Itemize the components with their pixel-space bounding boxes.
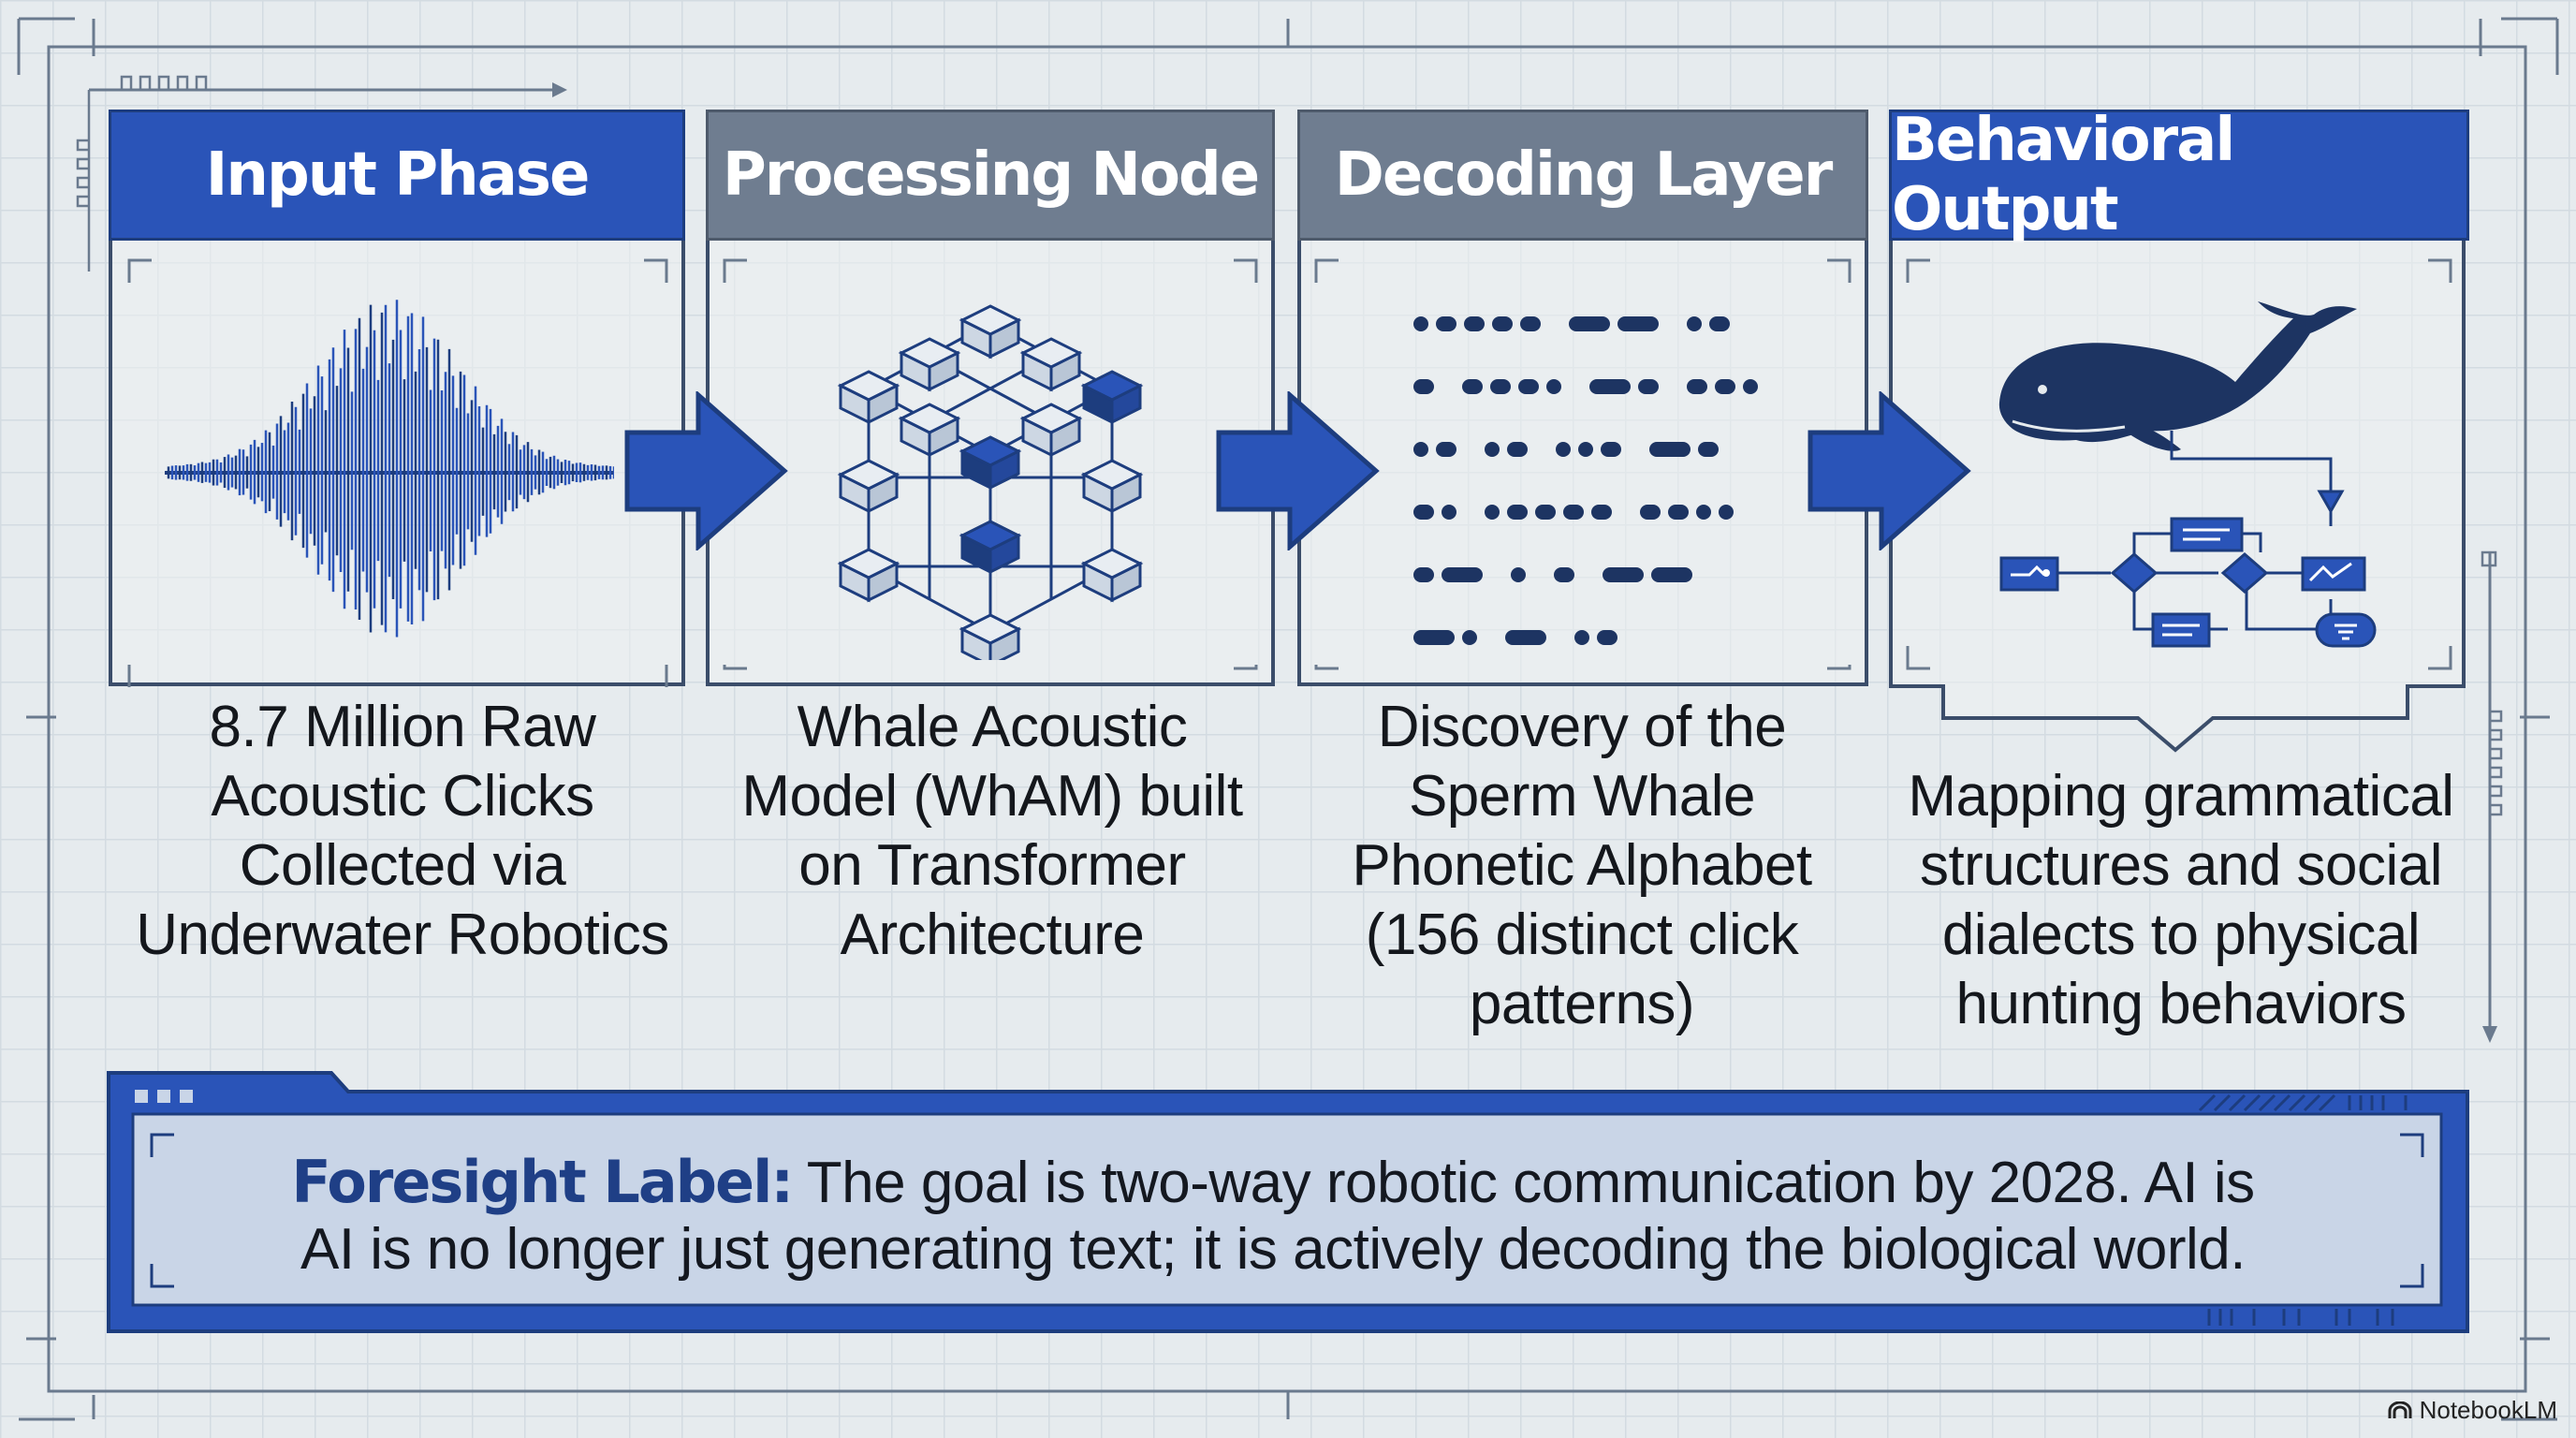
notebooklm-logo-icon: [2388, 1401, 2412, 1418]
foresight-line-1: Foresight Label: The goal is two-way rob…: [291, 1148, 2255, 1216]
stage-header-processing: Processing Node: [706, 110, 1275, 241]
flow-arrow-1: [624, 391, 788, 550]
watermark: NotebookLM: [2388, 1396, 2557, 1425]
whale-icon: [1998, 301, 2357, 451]
panel-corner-brackets: [127, 258, 2452, 687]
stage-header-decoding: Decoding Layer: [1297, 110, 1868, 241]
whale-flowchart-icon: [1998, 301, 2377, 648]
waveform-icon: [165, 300, 614, 638]
flow-arrow-2: [1216, 391, 1380, 550]
foresight-label: Foresight Label:: [291, 1148, 794, 1216]
click-pattern-icon: [1413, 316, 1758, 645]
flow-arrow-3: [1808, 391, 1971, 550]
neural-cube-icon: [837, 304, 1144, 660]
foresight-line-2: AI is no longer just generating text; it…: [300, 1217, 2247, 1282]
stage-header-output: Behavioral Output: [1889, 106, 2469, 244]
stage-panel-decoding: [1297, 241, 1868, 686]
foresight-panel: [107, 1071, 2469, 1333]
stage-header-input: Input Phase: [109, 110, 685, 241]
